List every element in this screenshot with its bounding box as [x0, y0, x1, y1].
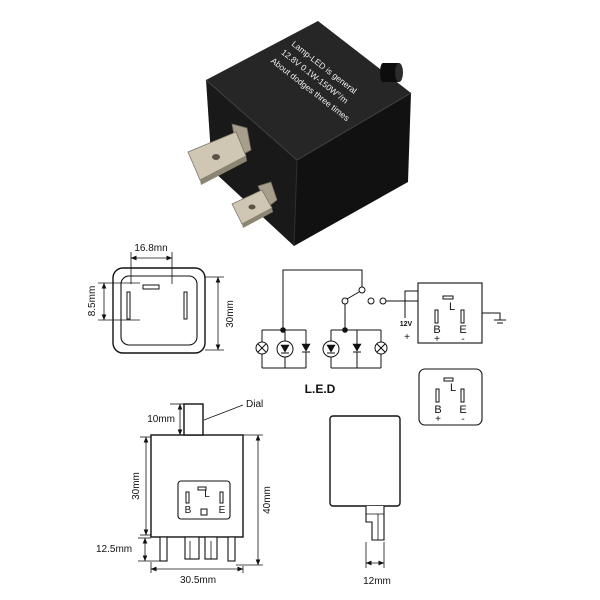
- socket-b-label: B: [185, 505, 192, 516]
- housing-edge-highlight: [293, 159, 298, 247]
- socket-outline: [177, 480, 231, 520]
- lower-terminal: [231, 181, 278, 228]
- pin-b-polarity: +: [435, 414, 441, 425]
- housing-top-face: [206, 21, 411, 160]
- profile-view-body: [329, 415, 401, 507]
- pin-b-label: B: [434, 404, 441, 416]
- switch-contact: [367, 297, 375, 305]
- lamp-filament: [376, 343, 386, 353]
- pin-l-symbol: [442, 295, 454, 300]
- switch-blade: [346, 291, 360, 300]
- junction-dot: [342, 327, 348, 333]
- pin-diagram: L B E + -: [418, 368, 483, 426]
- supply-wire: [404, 290, 418, 318]
- socket-e-label: E: [219, 505, 226, 516]
- socket-l-label: L: [204, 489, 210, 500]
- led-symbol: [280, 344, 290, 353]
- pin-l-label: L: [450, 382, 456, 394]
- wiring-diagram: 12V + L B E + -: [255, 269, 506, 396]
- housing-right-face: [294, 93, 411, 246]
- pin-b-polarity: +: [434, 334, 440, 345]
- ground-wire: [482, 312, 501, 320]
- front-view-drawing: 16.8mn 8.5mm 30mm: [87, 243, 236, 354]
- pin-b-label: B: [433, 324, 440, 336]
- right-lamp-group: [322, 304, 388, 369]
- terminal-blade-edge: [242, 208, 273, 228]
- socket-key: [200, 508, 208, 516]
- profile-view-drawing: 12mm: [329, 415, 401, 587]
- led-caption: L.E.D: [305, 382, 336, 396]
- terminal-pin: [159, 536, 168, 562]
- dial-knob-cap: [395, 63, 403, 82]
- pin-l-label: L: [449, 301, 455, 313]
- relay-photo: Lamp-LED is general 12.8V 0.1W-150W°/m A…: [187, 21, 412, 247]
- pin-width-label: 12mm: [363, 576, 391, 587]
- ground-symbol: [482, 312, 506, 324]
- side-view-drawing: L B E 10mm Dial 30mm 40mm 12.5mm: [96, 399, 273, 586]
- pin-e-symbol: [460, 309, 465, 324]
- supply-voltage-label: 12V: [400, 321, 413, 328]
- terminal-hole: [248, 204, 256, 210]
- circuit-wire: [282, 269, 363, 330]
- pin-b-symbol: [435, 388, 440, 403]
- led-symbol: [326, 344, 336, 353]
- pin-e-symbol: [460, 388, 465, 403]
- flasher-pin-box: [417, 282, 483, 344]
- dial-stub: [183, 403, 204, 436]
- terminal-blade-edge: [200, 156, 247, 185]
- left-lamp-group: [255, 327, 311, 369]
- dial-height-label: 10mm: [147, 414, 175, 425]
- front-view-pin-b: [126, 291, 131, 320]
- pin-l-symbol: [443, 377, 454, 382]
- front-view-pin-e: [183, 291, 188, 320]
- socket-pin-e: [219, 491, 224, 504]
- switch-contact: [358, 286, 366, 294]
- pin-e-label: E: [459, 324, 466, 336]
- housing-left-face: [206, 80, 297, 246]
- front-view-pin-l: [142, 284, 160, 290]
- socket-pin-l: [197, 486, 207, 491]
- side-view-pins: [159, 536, 236, 562]
- pin-length-label: 12.5mm: [96, 544, 132, 555]
- side-width-label: 30.5mm: [180, 575, 216, 586]
- lamp-filament: [257, 343, 267, 353]
- upper-terminal: [187, 123, 252, 185]
- total-height-label: 40mm: [262, 486, 273, 514]
- dial-knob-body: [383, 63, 399, 82]
- terminal-pin: [227, 536, 236, 562]
- pin-e-polarity: -: [461, 334, 464, 345]
- terminal-pin: [184, 536, 200, 560]
- pin-b-symbol: [434, 309, 439, 324]
- pin-diagram-outline: [418, 368, 483, 426]
- front-height-label: 30mm: [225, 300, 236, 328]
- led-symbol: [352, 343, 362, 352]
- front-width-label: 16.8mn: [134, 243, 167, 254]
- dial-label: Dial: [246, 399, 263, 410]
- pin-e-polarity: -: [461, 414, 464, 425]
- terminal-hole: [212, 154, 220, 160]
- front-view-socket: [120, 275, 198, 346]
- supply-polarity-label: +: [404, 332, 410, 343]
- pin-e-label: E: [459, 404, 466, 416]
- switch-contact: [379, 297, 387, 305]
- pin-spacing-label: 8.5mm: [87, 286, 98, 317]
- profile-terminal: [365, 506, 385, 541]
- dial-knob: [380, 63, 403, 82]
- body-height-label: 30mm: [131, 472, 142, 500]
- dial-knob-base: [380, 63, 386, 82]
- dial-leader-line: [203, 404, 244, 421]
- socket-pin-b: [185, 491, 190, 504]
- led-symbol: [301, 343, 311, 352]
